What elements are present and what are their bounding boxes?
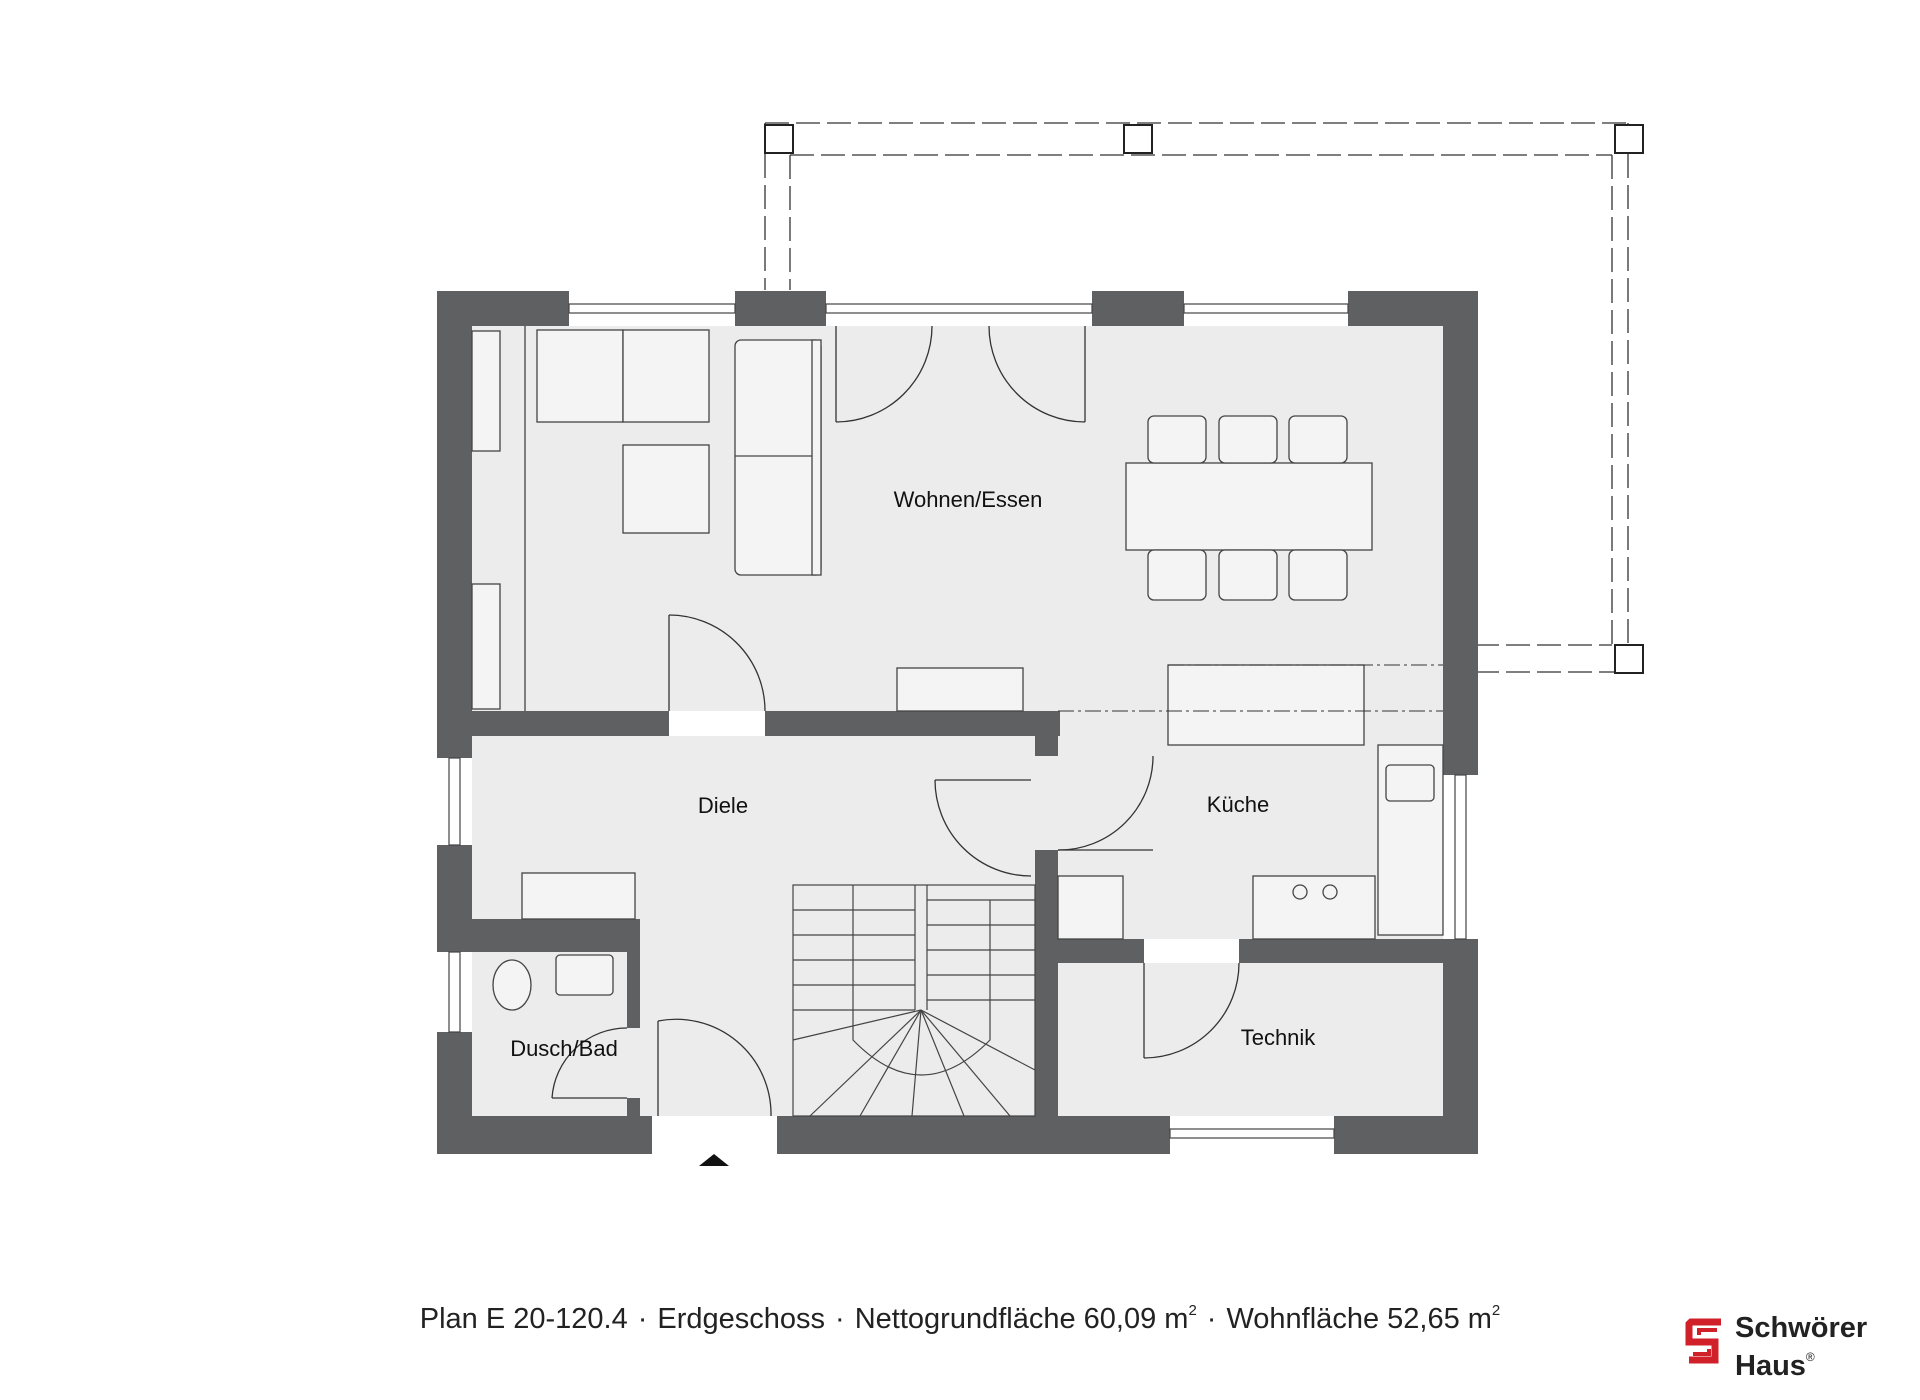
entrance-marker bbox=[699, 1154, 729, 1166]
room-label-living: Wohnen/Essen bbox=[894, 487, 1043, 512]
interior-walls bbox=[437, 711, 1443, 1116]
staircase bbox=[792, 884, 1036, 1117]
living-furniture bbox=[471, 326, 1373, 712]
plan-caption: Plan E 20-120.4 · Erdgeschoss · Nettogrundfl… bbox=[0, 1302, 1920, 1336]
logo-line-2: Haus® bbox=[1735, 1343, 1867, 1381]
caption-unit-superscript: 2 bbox=[1188, 1302, 1197, 1319]
room-label-hall: Diele bbox=[698, 793, 748, 818]
logo-line-1: Schwörer bbox=[1735, 1312, 1868, 1344]
room-label-utility: Technik bbox=[1241, 1025, 1317, 1050]
room-label-kitchen: Küche bbox=[1207, 792, 1269, 817]
caption-net-area: Nettogrundfläche 60,09 m bbox=[854, 1303, 1189, 1335]
logo-line-2-text: Haus bbox=[1735, 1350, 1806, 1382]
caption-plan-number: Plan E 20-120.4 bbox=[419, 1303, 628, 1335]
kitchen-fittings bbox=[1057, 664, 1444, 940]
caption-floor-name: Erdgeschoss bbox=[657, 1303, 826, 1335]
door-swings bbox=[551, 325, 1240, 1117]
kitchen-ceiling-lines bbox=[1058, 664, 1443, 712]
registered-mark: ® bbox=[1805, 1350, 1815, 1364]
caption-separator: · bbox=[1206, 1303, 1217, 1335]
terrace-posts bbox=[764, 124, 1644, 674]
windows bbox=[448, 303, 1467, 1139]
caption-unit-superscript: 2 bbox=[1491, 1302, 1501, 1319]
brand-logo: Schwörer Haus® bbox=[1683, 1314, 1893, 1381]
floor-utility bbox=[1058, 963, 1443, 1116]
caption-separator: · bbox=[637, 1303, 648, 1335]
terrace-outline bbox=[764, 122, 1629, 673]
logo-wordmark: Schwörer Haus® bbox=[1735, 1314, 1867, 1381]
caption-living-area: Wohnfläche 52,65 m bbox=[1226, 1303, 1492, 1335]
room-label-bath: Dusch/Bad bbox=[510, 1036, 618, 1061]
outer-walls bbox=[437, 291, 1478, 1154]
caption-separator: · bbox=[835, 1303, 845, 1335]
logo-mark-icon bbox=[1685, 1318, 1721, 1364]
bath-fittings bbox=[492, 872, 636, 1011]
